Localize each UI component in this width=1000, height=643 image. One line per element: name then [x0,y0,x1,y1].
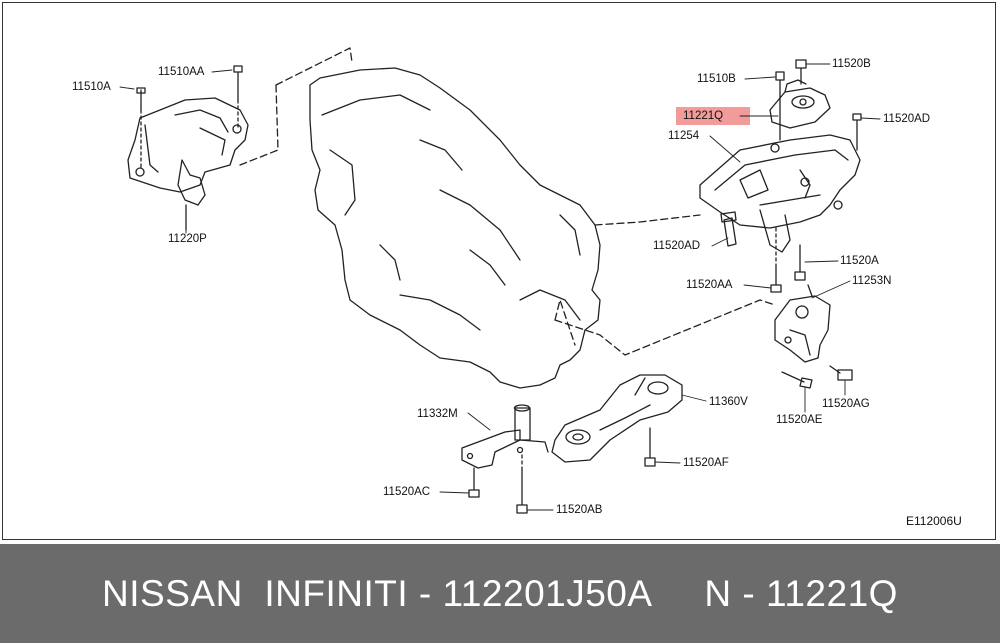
label-11520af: 11520AF [683,457,729,469]
diagram-drawing [119,47,881,514]
label-11520a: 11520A [840,255,879,267]
label-11360v: 11360V [709,396,748,408]
highlight-marker [676,107,750,125]
label-11510b: 11510B [697,73,736,85]
label-11520b: 11520B [832,58,871,70]
diagram-code: E112006U [906,514,962,528]
torque-rod-11360v [551,374,683,467]
diagram-frame [2,2,996,540]
parts-diagram: 11510A 11510AA 11220P 11510B 11520B 1122… [2,2,996,540]
label-11254: 11254 [668,130,700,142]
label-11520ag: 11520AG [822,398,870,410]
label-11221q: 11221Q [683,110,724,122]
label-11520aa: 11520AA [686,279,733,291]
label-11520ad-right: 11520AD [883,113,931,125]
label-11520ab: 11520AB [556,504,603,516]
engine-block [309,67,601,389]
footer-part-number: NISSAN INFINITI - 112201J50A N - 11221Q [102,573,898,614]
label-11510aa: 11510AA [158,66,205,78]
label-11510a: 11510A [72,81,111,93]
label-11220p: 11220P [168,233,207,245]
label-11253n: 11253N [852,275,892,287]
bracket-11254 [699,134,861,253]
bracket-11332m [461,404,549,514]
label-11332m: 11332M [417,408,458,420]
mount-11253n [774,284,853,389]
label-11520ad-left: 11520AD [653,240,701,252]
label-11520ae: 11520AE [776,414,823,426]
mount-11220p [127,65,249,231]
insulator-11221q [769,59,862,151]
label-11520ac: 11520AC [383,486,431,498]
footer-bar: NISSAN INFINITI - 112201J50A N - 11221Q [0,544,1000,643]
